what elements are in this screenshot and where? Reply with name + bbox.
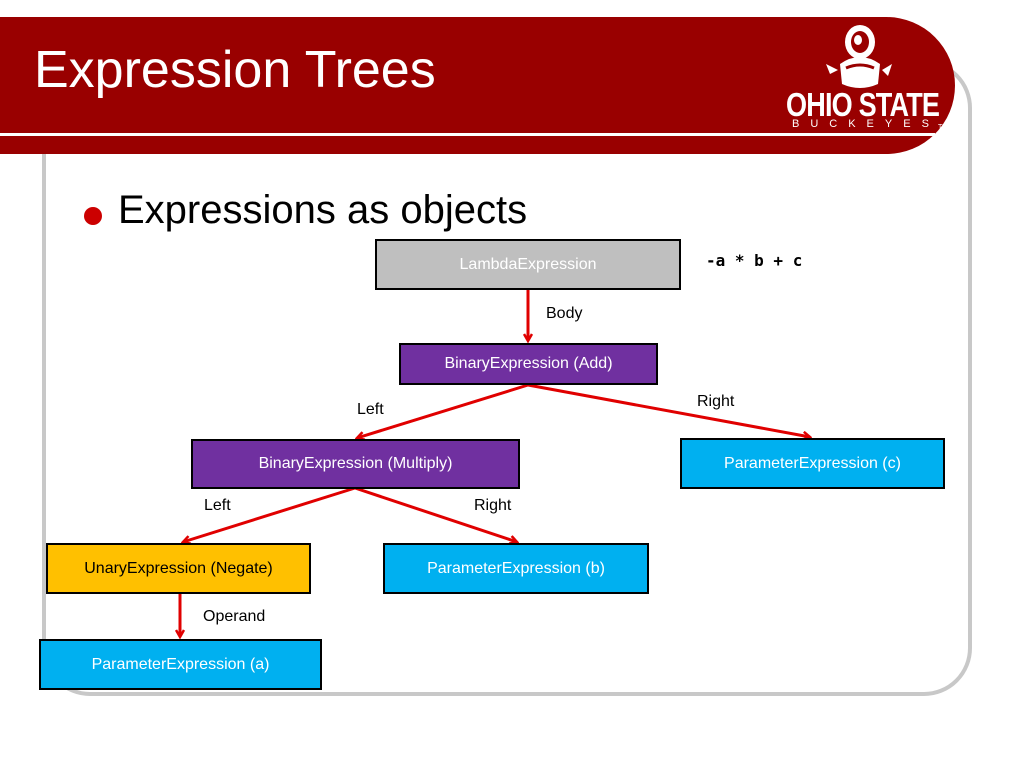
node-parameter-a: ParameterExpression (a) (39, 639, 322, 690)
edge-label-mul-right: Right (474, 497, 512, 514)
trademark-mark: TM (938, 124, 949, 131)
node-unary-negate: UnaryExpression (Negate) (46, 543, 311, 594)
edge-add-right (527, 383, 810, 437)
edge-label-add-right: Right (697, 393, 735, 410)
node-parameter-b: ParameterExpression (b) (383, 543, 649, 594)
ohio-state-logo: OHIO STATE BUCKEYES TM (782, 20, 952, 138)
edge-label-body: Body (546, 305, 583, 322)
edge-label-mul-left: Left (204, 497, 231, 514)
node-parameter-c: ParameterExpression (c) (680, 438, 945, 489)
buckeyes-wordmark: BUCKEYES (792, 118, 940, 130)
edge-add-left (357, 383, 529, 438)
brutus-mascot-icon (826, 25, 892, 88)
title-bar (0, 17, 955, 154)
edge-mul-right (354, 486, 517, 542)
node-lambda-expression: LambdaExpression (375, 239, 681, 290)
node-binary-multiply: BinaryExpression (Multiply) (191, 439, 520, 489)
node-binary-add: BinaryExpression (Add) (399, 343, 658, 385)
ohio-state-wordmark: OHIO STATE (786, 86, 940, 123)
bullet-text: Expressions as objects (118, 188, 528, 232)
edge-mul-left (183, 486, 356, 542)
expression-code: -a * b + c (706, 251, 803, 270)
edge-label-add-left: Left (357, 401, 384, 418)
bullet-icon (84, 207, 102, 225)
title-underline (0, 133, 935, 136)
edge-label-operand: Operand (203, 608, 266, 625)
slide-title: Expression Trees (34, 41, 436, 99)
